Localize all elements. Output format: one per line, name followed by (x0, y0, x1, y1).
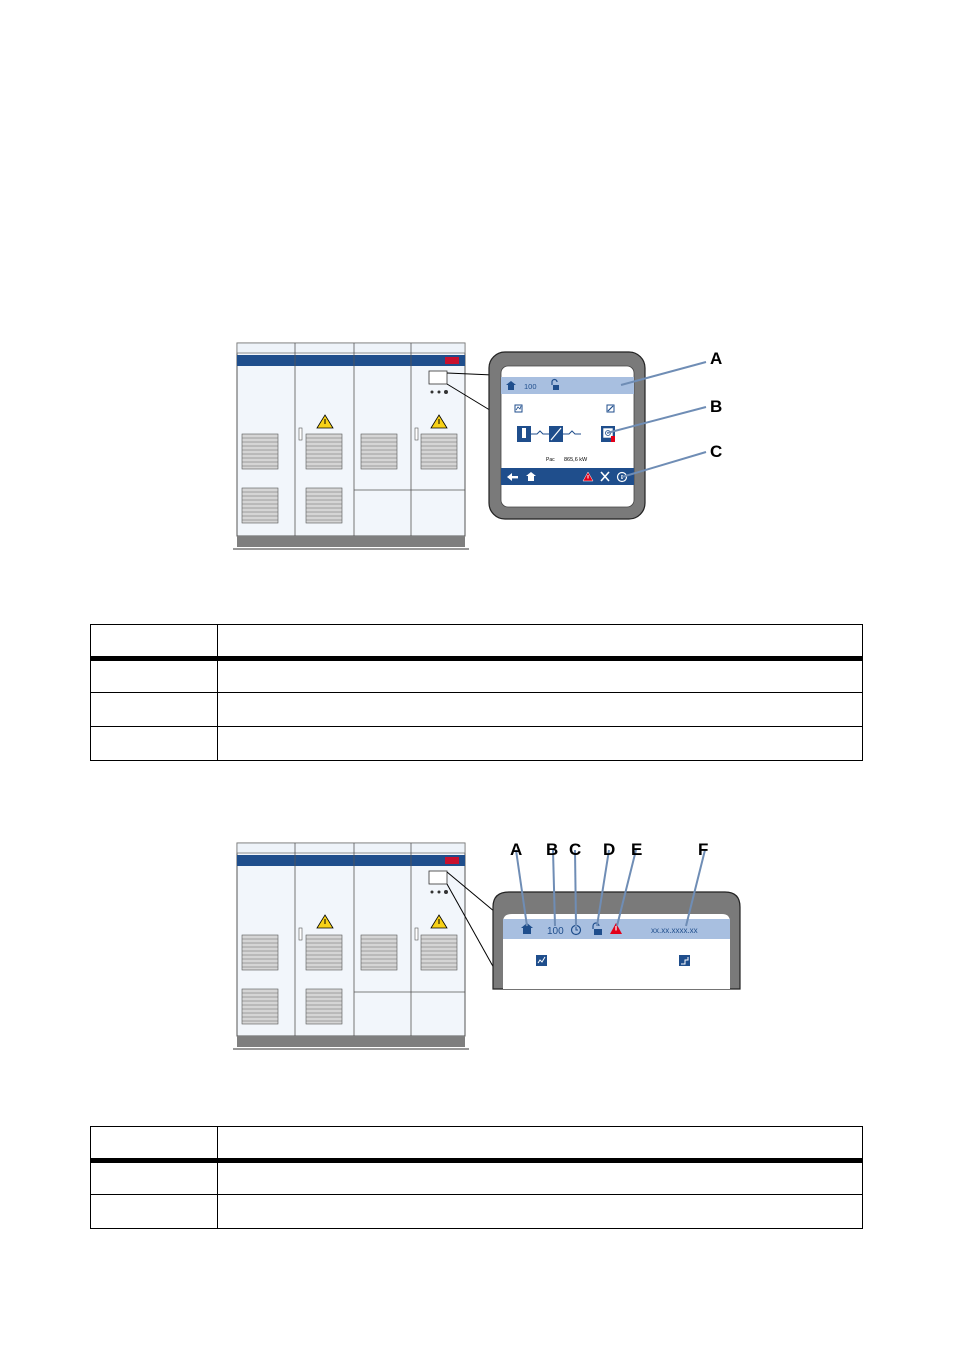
warning-icon (610, 923, 622, 934)
status-bar (501, 377, 634, 394)
callout-a: A (510, 840, 522, 859)
warning-sign-icon (316, 414, 334, 429)
cabinet-base (237, 1036, 465, 1047)
settings-icon[interactable] (606, 404, 615, 413)
back-arrow-icon[interactable] (507, 473, 518, 481)
callout-d: D (603, 840, 615, 859)
home-icon[interactable] (526, 472, 536, 481)
power-readout-value: 865,6 kW (564, 457, 588, 463)
callout-f: F (698, 840, 708, 859)
display-zoom: 100 (488, 351, 646, 520)
info-icon[interactable] (616, 471, 628, 483)
callout-c: C (710, 442, 722, 461)
figure-1: 100 (225, 340, 745, 555)
callout-e: E (631, 840, 642, 859)
callout-c: C (569, 840, 581, 859)
power-readout-label: Pac (546, 457, 555, 463)
table-row (90, 1160, 863, 1195)
table-row (90, 1194, 863, 1229)
pv-array-icon[interactable] (517, 426, 531, 442)
warning-sign-icon (430, 414, 448, 429)
cabinet-base (237, 536, 465, 547)
callout-b: B (710, 397, 722, 416)
grid-icon[interactable] (601, 426, 615, 442)
power-value: 100 (547, 926, 564, 937)
callout-b: B (546, 840, 558, 859)
callout-a: A (710, 349, 722, 368)
table-row (90, 726, 863, 761)
home-icon (506, 381, 516, 390)
warning-sign-icon (430, 914, 448, 929)
inverter-icon[interactable] (549, 426, 563, 442)
tools-icon[interactable] (600, 471, 610, 482)
cabinet-display (428, 870, 448, 885)
inverter-cabinet (233, 842, 469, 1050)
navigation-bar (501, 468, 634, 485)
table-header-row (90, 1126, 863, 1163)
warning-icon[interactable] (582, 471, 594, 482)
cabinet-display (428, 370, 448, 385)
inverter-cabinet (233, 342, 469, 550)
legend-table-1 (90, 624, 863, 761)
chart-icon[interactable] (536, 955, 547, 966)
figure-2: 100 xx.xx.xxxx.xx (225, 830, 745, 1055)
settings-icon[interactable] (679, 955, 690, 966)
power-value: 100 (524, 382, 537, 391)
legend-table-2 (90, 1126, 863, 1229)
lock-icon (592, 922, 602, 935)
table-row (90, 658, 863, 693)
table-header-row (90, 624, 863, 661)
firmware-version: xx.xx.xxxx.xx (651, 926, 698, 935)
unlocked-icon (551, 378, 559, 390)
warning-sign-icon (316, 914, 334, 929)
chart-icon[interactable] (514, 404, 523, 413)
status-bar-zoom: 100 xx.xx.xxxx.xx (492, 891, 741, 990)
table-row (90, 692, 863, 727)
